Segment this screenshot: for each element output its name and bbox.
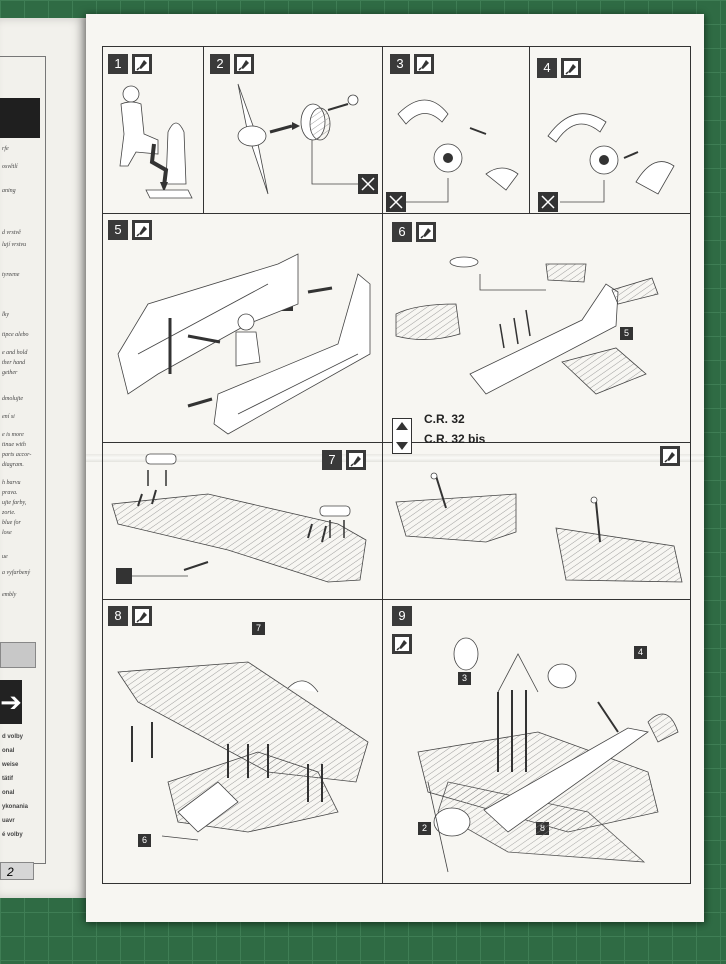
left-text: onal xyxy=(2,748,15,754)
left-text: tipce alebo xyxy=(2,332,29,338)
final-assembly-drawing xyxy=(417,637,679,873)
left-text: lose xyxy=(2,530,12,536)
left-text: lky xyxy=(2,312,9,318)
left-text: onal xyxy=(2,790,15,796)
left-text: e and hold xyxy=(2,350,28,356)
glue-icon xyxy=(660,446,680,466)
up-down-arrow-icon xyxy=(392,418,412,454)
part-callout: 2 xyxy=(418,822,431,835)
left-text: d volby xyxy=(2,734,24,740)
glue-icon xyxy=(132,54,152,74)
glue-icon xyxy=(234,54,254,74)
glue-icon xyxy=(132,220,152,240)
left-page-fragment: rfe osvětlí aning d vrstvě lují vrstvu t… xyxy=(0,18,86,898)
glue-icon xyxy=(416,222,436,242)
glue-icon xyxy=(346,450,366,470)
left-text: tyreene xyxy=(2,272,20,278)
pilot-seat-drawing xyxy=(119,85,193,199)
left-text: a vyfarbený xyxy=(2,570,31,576)
wheel-drawing-3 xyxy=(386,99,519,212)
step-number: 5 xyxy=(108,220,128,240)
step-number: 3 xyxy=(390,54,410,74)
left-text: embly xyxy=(2,592,17,598)
left-text: ujte farby, xyxy=(2,500,27,506)
left-page-dark-box xyxy=(0,98,40,138)
step-number: 2 xyxy=(210,54,230,74)
variant-label-cr32bis: C.R. 32 bis xyxy=(424,432,486,446)
left-text: ue xyxy=(2,554,8,560)
part-callout: 6 xyxy=(138,834,151,847)
left-text: rfe xyxy=(2,146,9,152)
instruction-page: 1 2 3 4 5 6 7 8 9 C.R. 32 C.R. 32 bis 1 … xyxy=(86,14,704,922)
left-text: osvětlí xyxy=(2,164,18,170)
part-callout: 5 xyxy=(620,327,633,340)
left-page-grey-box xyxy=(0,642,36,668)
left-text: uavr xyxy=(2,818,15,824)
wheel-drawing-4 xyxy=(538,113,675,212)
arrow-right-icon: ➔ xyxy=(0,680,22,724)
left-text: ení si xyxy=(2,414,15,420)
variant-label-cr32: C.R. 32 xyxy=(424,412,465,426)
step-9-panel xyxy=(382,599,691,884)
step-number: 7 xyxy=(322,450,342,470)
page-fold xyxy=(86,454,704,462)
left-text: é volby xyxy=(2,832,23,838)
glue-icon xyxy=(561,58,581,78)
left-text: h barvu xyxy=(2,480,21,486)
left-text: e is more xyxy=(2,432,24,438)
lower-wing-drawing xyxy=(111,453,367,584)
propeller-drawing xyxy=(237,83,378,195)
left-text: weise xyxy=(2,762,19,768)
left-text: blue for xyxy=(2,520,21,526)
part-callout: 3 xyxy=(458,672,471,685)
wing-variant-drawing xyxy=(395,472,683,583)
tail-assembly-drawing xyxy=(395,256,659,395)
glue-icon xyxy=(392,634,412,654)
left-page-frame xyxy=(0,56,46,864)
fuselage-halves-drawing xyxy=(117,253,371,435)
page-number: 2 xyxy=(0,862,34,880)
left-text: lují vrstvu xyxy=(2,242,27,248)
step-number: 9 xyxy=(392,606,412,626)
left-text: aning xyxy=(2,188,16,194)
left-text: gether xyxy=(2,370,18,376)
step-number: 8 xyxy=(108,606,128,626)
left-text: parts accor- xyxy=(2,452,32,458)
left-text: zorie. xyxy=(2,510,16,516)
step-number: 4 xyxy=(537,58,557,78)
left-text: diagram. xyxy=(2,462,24,468)
part-callout: 4 xyxy=(634,646,647,659)
left-text: dmolujte xyxy=(2,396,23,402)
step-number: 1 xyxy=(108,54,128,74)
glue-icon xyxy=(132,606,152,626)
left-text: prava. xyxy=(2,490,18,496)
left-text: d vrstvě xyxy=(2,230,21,236)
left-text: tinue with xyxy=(2,442,26,448)
left-text: ther hand xyxy=(2,360,26,366)
part-callout: 7 xyxy=(252,622,265,635)
step-number: 6 xyxy=(392,222,412,242)
left-text: ykonania xyxy=(2,804,29,810)
upper-wing-assembly-drawing xyxy=(117,661,369,841)
left-text: tätif xyxy=(2,776,13,782)
glue-icon xyxy=(414,54,434,74)
